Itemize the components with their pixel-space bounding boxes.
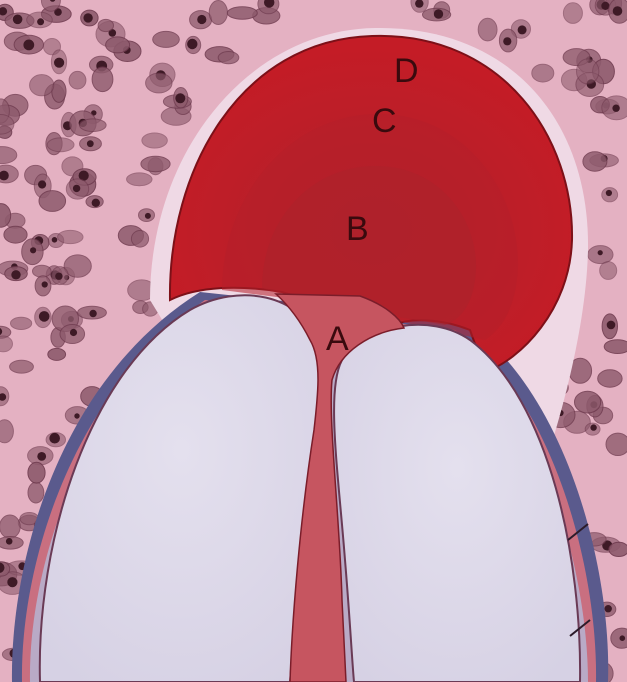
cell-nucleus bbox=[606, 190, 612, 196]
tissue-cell bbox=[146, 73, 172, 93]
tissue-cell bbox=[598, 370, 622, 387]
tissue-cell bbox=[4, 226, 27, 243]
tissue-cell bbox=[478, 18, 497, 41]
tissue-cell bbox=[106, 37, 130, 53]
tissue-cell bbox=[0, 515, 20, 538]
tissue-cell bbox=[131, 231, 148, 248]
cell-nucleus bbox=[52, 237, 58, 243]
cell-nucleus bbox=[87, 140, 94, 147]
cell-nucleus bbox=[613, 6, 623, 16]
tissue-cell bbox=[209, 1, 227, 25]
cell-nucleus bbox=[37, 18, 44, 25]
cell-nucleus bbox=[74, 413, 79, 418]
tissue-cell bbox=[532, 64, 554, 82]
cell-nucleus bbox=[607, 321, 616, 330]
tissue-cell bbox=[577, 59, 599, 84]
tissue-cell bbox=[98, 19, 113, 31]
tissue-cell bbox=[10, 360, 34, 373]
cell-nucleus bbox=[6, 538, 13, 545]
cell-nucleus bbox=[92, 199, 100, 207]
tissue-cell bbox=[47, 138, 74, 152]
label-d: D bbox=[394, 52, 419, 90]
tissue-cell bbox=[227, 7, 257, 19]
cell-nucleus bbox=[503, 37, 511, 45]
tissue-cell bbox=[48, 348, 66, 360]
cell-nucleus bbox=[23, 40, 34, 51]
tissue-cell bbox=[153, 31, 180, 47]
cell-nucleus bbox=[13, 14, 23, 24]
cell-nucleus bbox=[30, 247, 36, 253]
tissue-cell bbox=[39, 191, 66, 212]
tissue-cell bbox=[80, 119, 107, 132]
tissue-cell bbox=[141, 156, 170, 171]
cell-nucleus bbox=[70, 329, 77, 336]
label-c: C bbox=[372, 102, 397, 140]
cell-nucleus bbox=[38, 180, 46, 188]
tissue-cell bbox=[575, 391, 601, 413]
tissue-cell bbox=[604, 340, 627, 354]
tissue-cell bbox=[218, 52, 239, 64]
tissue-cell bbox=[142, 133, 167, 148]
cell-nucleus bbox=[37, 452, 46, 461]
tissue-cell bbox=[28, 462, 45, 483]
cell-nucleus bbox=[518, 25, 527, 34]
tissue-cell bbox=[69, 71, 86, 89]
cell-nucleus bbox=[145, 213, 151, 219]
cell-nucleus bbox=[7, 577, 17, 587]
cell-nucleus bbox=[55, 273, 62, 280]
cell-nucleus bbox=[612, 105, 619, 112]
cell-nucleus bbox=[39, 311, 50, 322]
tissue-cell bbox=[0, 420, 13, 443]
tissue-cell bbox=[92, 67, 113, 92]
cell-nucleus bbox=[42, 281, 48, 287]
label-a: A bbox=[326, 320, 349, 358]
cell-nucleus bbox=[598, 250, 603, 255]
tissue-cell bbox=[600, 262, 617, 280]
cell-nucleus bbox=[601, 2, 609, 10]
cell-nucleus bbox=[434, 9, 443, 18]
tissue-cell bbox=[606, 433, 627, 455]
cell-nucleus bbox=[49, 433, 60, 444]
tissue-cell bbox=[11, 317, 32, 329]
tissue-cell bbox=[609, 542, 627, 556]
cell-nucleus bbox=[197, 15, 206, 24]
tissue-cell bbox=[30, 75, 54, 96]
cell-nucleus bbox=[620, 635, 626, 641]
cell-nucleus bbox=[73, 185, 80, 192]
tissue-cell bbox=[563, 3, 582, 24]
label-b: B bbox=[346, 210, 369, 248]
cell-nucleus bbox=[605, 605, 612, 612]
cell-nucleus bbox=[83, 13, 92, 22]
cell-nucleus bbox=[54, 58, 64, 68]
cell-nucleus bbox=[590, 424, 596, 430]
tissue-cell bbox=[583, 152, 607, 171]
tissue-cell bbox=[58, 230, 83, 243]
cell-nucleus bbox=[187, 39, 197, 49]
cell-nucleus bbox=[175, 93, 185, 103]
tissue-cell bbox=[127, 173, 152, 186]
tissue-cell bbox=[28, 482, 44, 503]
cell-nucleus bbox=[89, 310, 96, 317]
cell-nucleus bbox=[11, 270, 20, 279]
